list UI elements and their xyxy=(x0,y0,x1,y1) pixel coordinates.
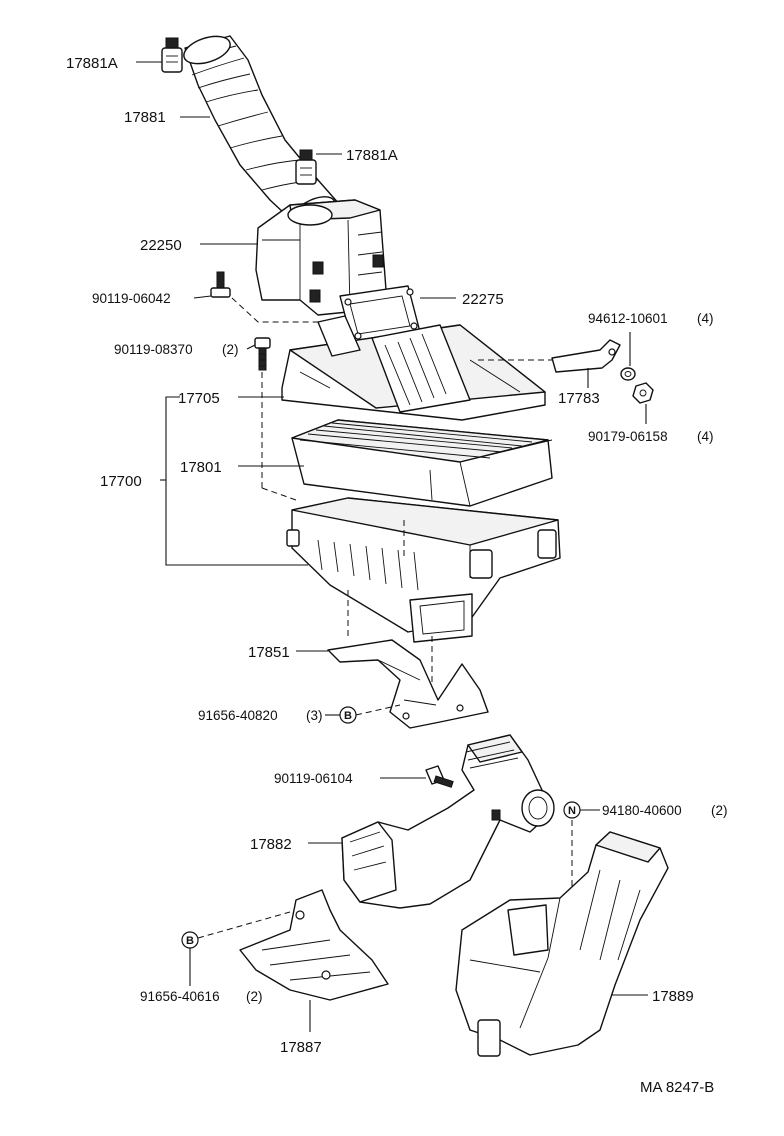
bracket-17783 xyxy=(551,339,621,373)
label-17700: 17700 xyxy=(100,473,142,490)
svg-text:B: B xyxy=(186,935,194,947)
label-22275: 22275 xyxy=(462,291,504,308)
label-94612-qty: (4) xyxy=(697,311,714,326)
cleaner-case-17700 xyxy=(286,497,561,643)
label-17881A-top: 17881A xyxy=(66,55,118,72)
label-17801: 17801 xyxy=(180,459,222,476)
label-94180-qty: (2) xyxy=(711,803,728,818)
label-90119-06042: 90119-06042 xyxy=(92,291,171,306)
label-17887: 17887 xyxy=(280,1039,322,1056)
label-17881A-mid: 17881A xyxy=(346,147,398,164)
label-91656-40616: 91656-40616 xyxy=(140,989,220,1004)
cleaner-cap-17705 xyxy=(281,315,546,421)
hose-clamp-mid xyxy=(295,149,317,185)
bolt-90119-06104 xyxy=(425,765,454,788)
label-17705: 17705 xyxy=(178,390,220,407)
label-17889: 17889 xyxy=(652,988,694,1005)
label-22250: 22250 xyxy=(140,237,182,254)
bolt-90119-06042 xyxy=(210,271,231,298)
reference-code: MA 8247-B xyxy=(640,1079,714,1096)
label-17783: 17783 xyxy=(558,390,600,407)
intake-duct-17882 xyxy=(341,734,555,909)
bolt-90119-08370 xyxy=(254,337,271,371)
label-17881: 17881 xyxy=(124,109,166,126)
label-90119-08370: 90119-08370 xyxy=(114,342,193,357)
bracket-17851 xyxy=(327,639,489,729)
label-90179-06158: 90179-06158 xyxy=(588,429,668,444)
label-90119-06104: 90119-06104 xyxy=(274,771,353,786)
label-91656-40820: 91656-40820 xyxy=(198,708,278,723)
label-94180-40600: 94180-40600 xyxy=(602,803,682,818)
hose-clamp-top xyxy=(161,37,183,73)
svg-text:N: N xyxy=(568,805,576,817)
nut-90179 xyxy=(632,382,654,404)
marker-n: N xyxy=(563,801,581,819)
label-17882: 17882 xyxy=(250,836,292,853)
label-90179-qty: (4) xyxy=(697,429,714,444)
label-94612-10601: 94612-10601 xyxy=(588,311,668,326)
filter-element-17801 xyxy=(291,419,553,507)
resonator-17889 xyxy=(455,831,669,1057)
svg-text:B: B xyxy=(344,710,352,722)
label-91656-40820-qty: (3) xyxy=(306,708,323,723)
washer-94612 xyxy=(620,367,636,381)
label-90119-08370-qty: (2) xyxy=(222,342,239,357)
leader-lines xyxy=(136,61,648,1032)
shield-17887 xyxy=(239,889,389,1001)
marker-b-upper: B xyxy=(339,706,357,724)
label-17851: 17851 xyxy=(248,644,290,661)
airflow-meter-22250 xyxy=(255,199,387,316)
marker-b-lower: B xyxy=(181,931,199,949)
label-91656-40616-qty: (2) xyxy=(246,989,263,1004)
